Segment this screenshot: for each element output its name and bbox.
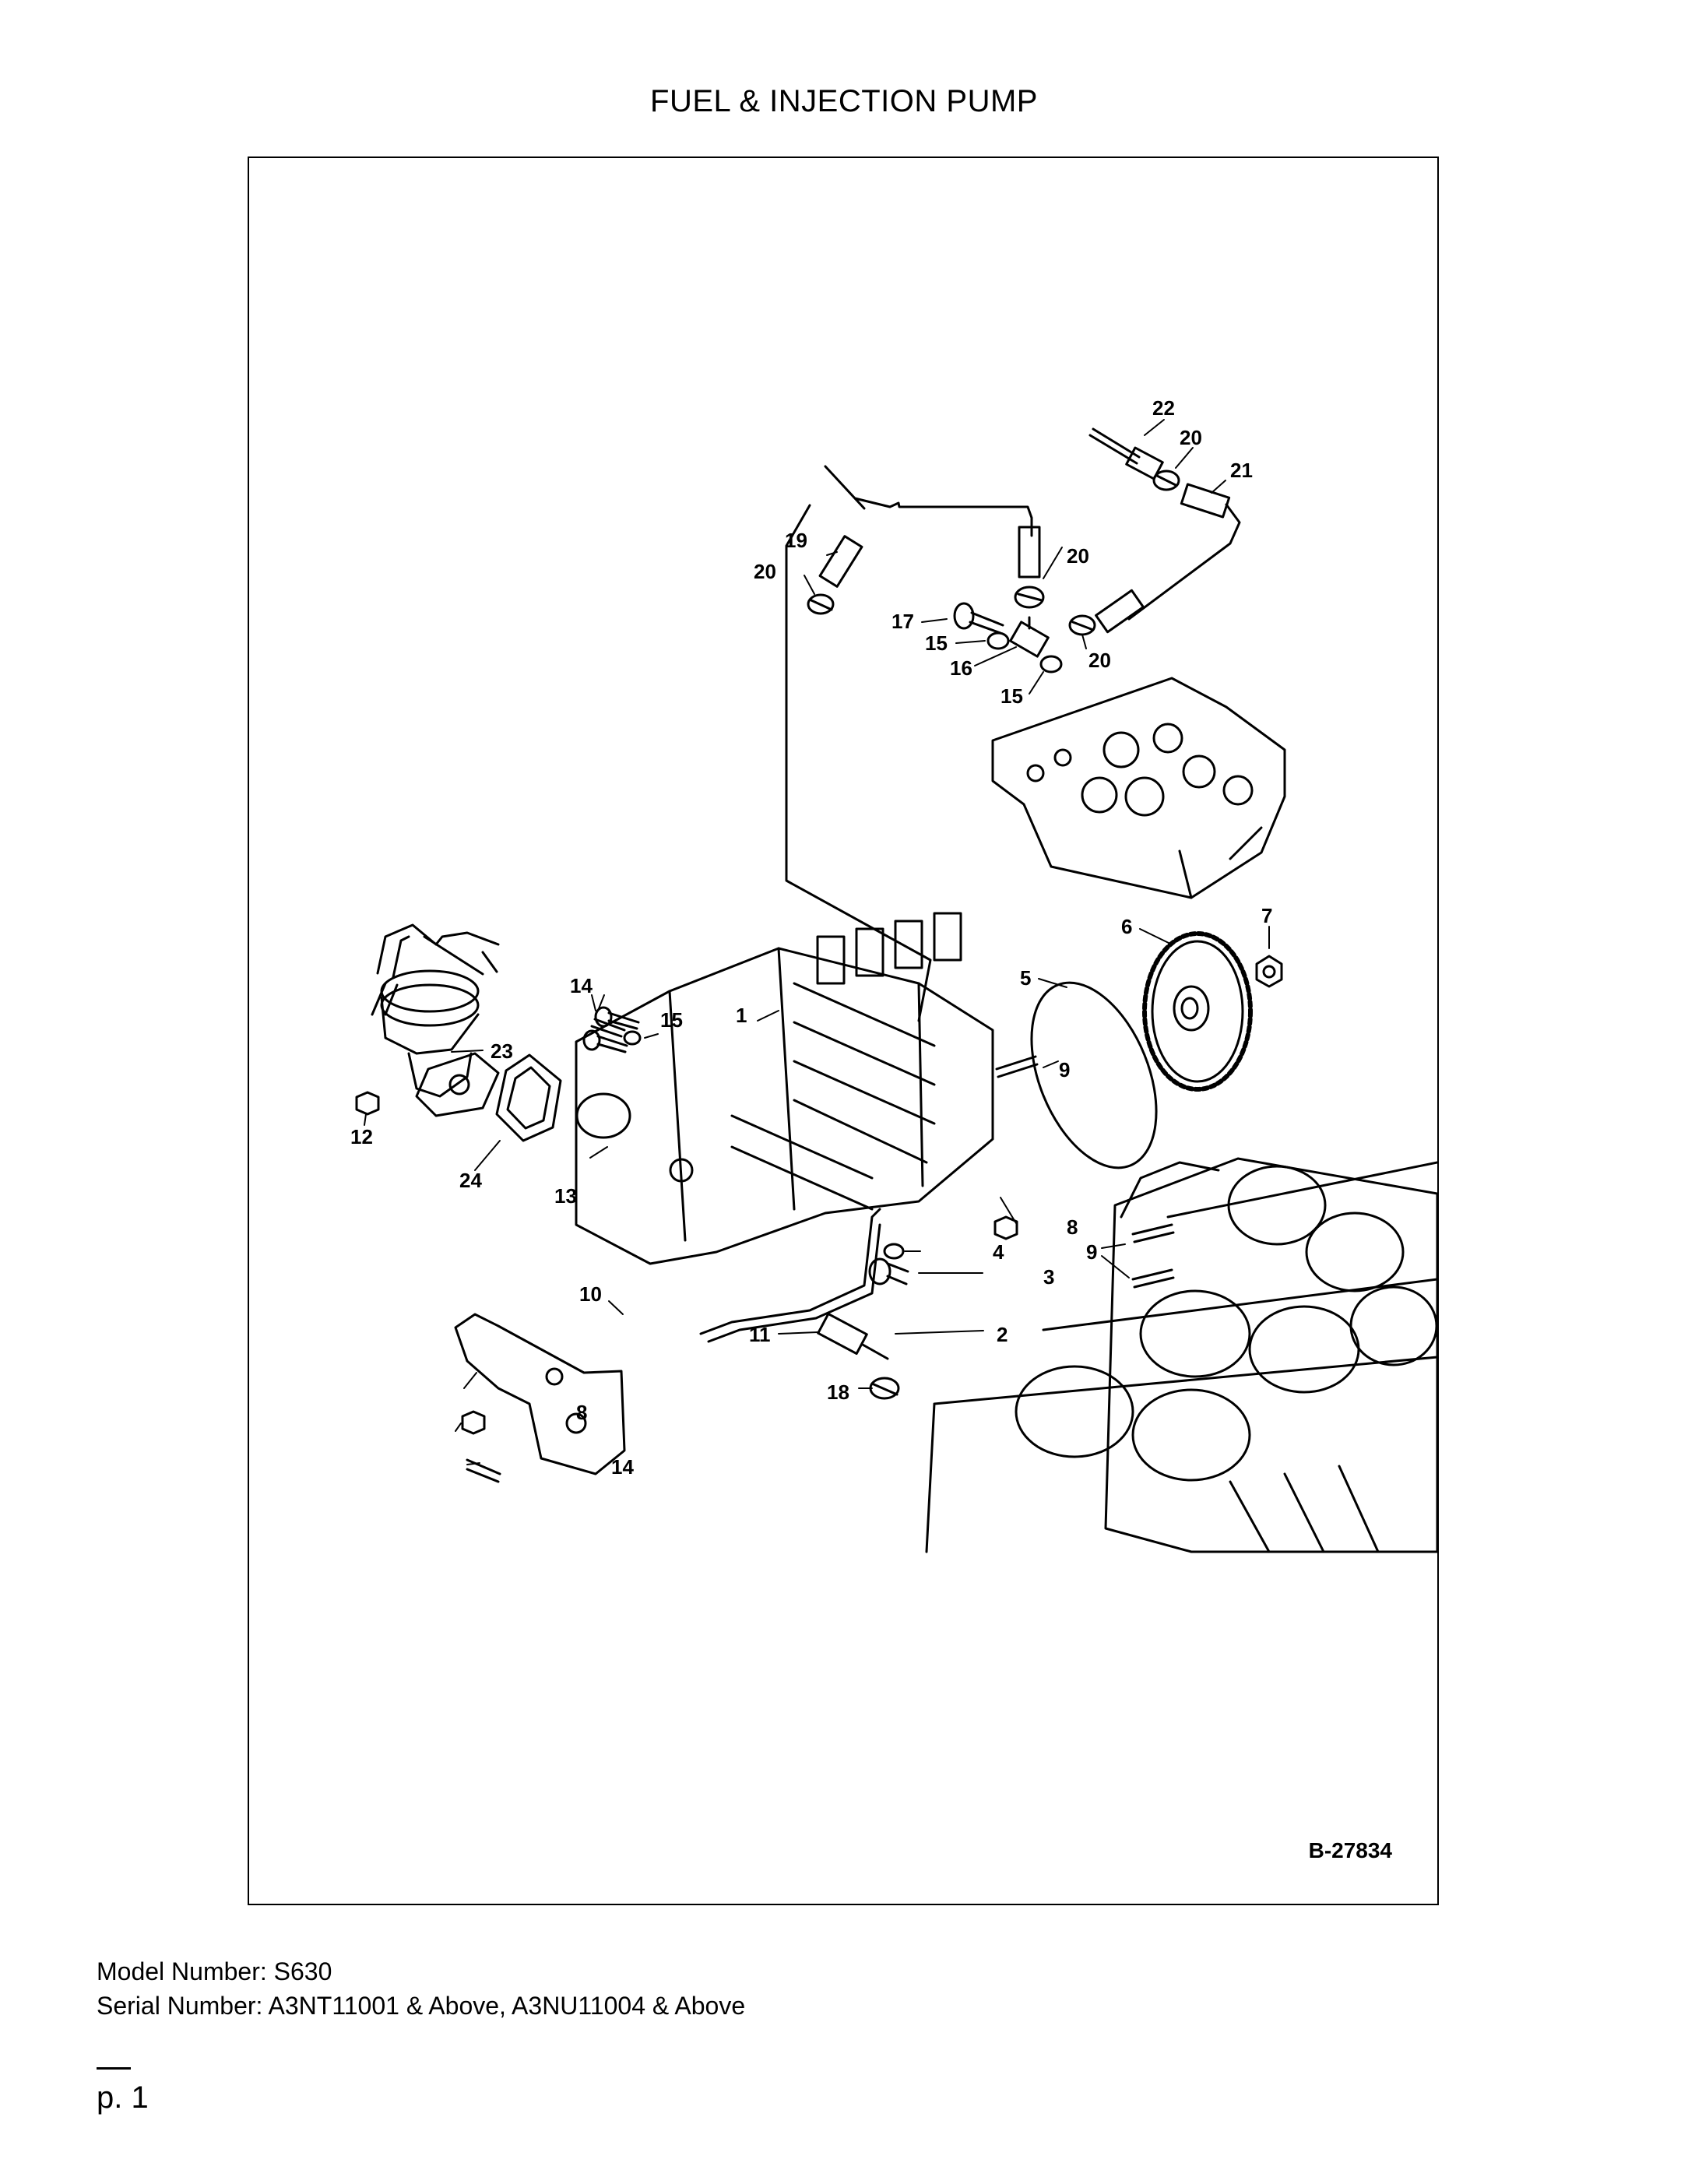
callout-13: 13 — [554, 1184, 577, 1208]
callout-21: 21 — [1230, 459, 1253, 482]
callout-7: 7 — [1261, 904, 1272, 927]
overflow-pipe-top — [824, 465, 1033, 537]
callout-20: 20 — [1088, 649, 1111, 672]
hose-21 — [1180, 483, 1231, 519]
callout-17: 17 — [891, 610, 914, 633]
page-number: p. 1 — [97, 2080, 149, 2115]
callout-18: 18 — [827, 1380, 849, 1404]
bracket-10 — [454, 1313, 626, 1475]
serial-number: Serial Number: A3NT11001 & Above, A3NU11… — [97, 1992, 746, 2020]
fuel-pipe-2 — [699, 1208, 881, 1343]
fuel-return-line — [785, 504, 932, 1022]
clamp-20-a — [807, 593, 835, 615]
o-ring-5 — [1030, 981, 1158, 1169]
footer-rule — [97, 2067, 131, 2070]
callout-12: 12 — [350, 1125, 373, 1148]
callout-20: 20 — [1067, 544, 1089, 568]
gasket-24 — [495, 1053, 562, 1142]
stud-9-lower-a — [1131, 1223, 1175, 1243]
callout-20: 20 — [1180, 426, 1202, 449]
callout-5: 5 — [1020, 966, 1031, 990]
exploded-parts-drawing: 22 20 21 19 20 20 17 15 20 16 15 7 6 5 1… — [350, 396, 1437, 1553]
callout-19: 19 — [785, 529, 807, 552]
clamp-20-b — [1014, 586, 1045, 609]
stud-9-lower-b — [1131, 1268, 1175, 1289]
stud-13 — [590, 1018, 626, 1038]
fitting-22 — [1088, 427, 1164, 480]
figure-id: B-27834 — [1308, 1838, 1392, 1862]
callout-20: 20 — [754, 560, 776, 583]
stud-9-upper — [995, 1055, 1039, 1078]
callout-3: 3 — [1043, 1265, 1054, 1289]
idler-gear-6 — [1142, 931, 1253, 1092]
hose-19 — [818, 535, 863, 588]
callout-9: 9 — [1086, 1240, 1097, 1264]
nut-7 — [1255, 955, 1283, 988]
engine-block — [925, 1157, 1437, 1553]
callout-6: 6 — [1121, 915, 1132, 938]
banjo-bolt-17 — [953, 602, 1004, 635]
clamp-20-c — [1068, 614, 1096, 636]
page-title: FUEL & INJECTION PUMP — [650, 84, 1038, 118]
callout-15: 15 — [660, 1008, 683, 1032]
hose-upper — [1018, 526, 1041, 579]
feed-pump-23 — [371, 923, 500, 1098]
nut-8-pump — [993, 1215, 1018, 1240]
callout-4: 4 — [993, 1240, 1004, 1264]
callout-23: 23 — [491, 1039, 513, 1063]
callout-22: 22 — [1152, 396, 1175, 420]
nut-12 — [355, 1091, 380, 1116]
callout-1: 1 — [736, 1004, 747, 1027]
footer: Model Number: S630 Serial Number: A3NT11… — [97, 1954, 745, 2023]
callout-16: 16 — [950, 656, 972, 680]
injection-pump-1 — [575, 912, 994, 1265]
banjo-fitting-16 — [1009, 616, 1050, 658]
pump-flange — [415, 1052, 500, 1117]
parts-diagram-frame: 22 20 21 19 20 20 17 15 20 16 15 7 6 5 1… — [248, 157, 1439, 1905]
hose-lower — [1095, 589, 1145, 634]
washer-15-upper — [986, 631, 1010, 650]
callout-15: 15 — [1000, 684, 1023, 708]
leader-lines — [364, 419, 1270, 1465]
washer-4 — [883, 1243, 905, 1260]
callout-15: 15 — [925, 631, 948, 655]
nut-8-bracket — [461, 1410, 486, 1435]
washer-15 — [623, 1030, 642, 1046]
callout-14: 14 — [611, 1455, 634, 1479]
callout-8: 8 — [576, 1401, 587, 1424]
bolt-14-lower — [582, 1029, 628, 1053]
callout-8: 8 — [1067, 1215, 1078, 1239]
callout-labels: 22 20 21 19 20 20 17 15 20 16 15 7 6 5 1… — [350, 396, 1272, 1479]
bolt-14-bracket — [466, 1458, 501, 1483]
cylinder-head — [991, 677, 1286, 899]
washer-15-lower — [1039, 655, 1063, 673]
callout-2: 2 — [997, 1323, 1008, 1346]
model-number: Model Number: S630 — [97, 1957, 332, 1985]
callout-11: 11 — [749, 1323, 771, 1346]
overflow-pipe-right — [1127, 503, 1241, 621]
callout-10: 10 — [579, 1282, 602, 1306]
callout-14: 14 — [570, 974, 593, 997]
callout-9: 9 — [1059, 1058, 1070, 1081]
bolt-11 — [817, 1312, 889, 1360]
bolt-14-upper — [594, 1006, 640, 1030]
clamp-20-d — [1152, 470, 1180, 491]
callout-24: 24 — [459, 1169, 482, 1192]
eye-bolt-3 — [868, 1257, 909, 1285]
clamp-18 — [869, 1377, 900, 1400]
